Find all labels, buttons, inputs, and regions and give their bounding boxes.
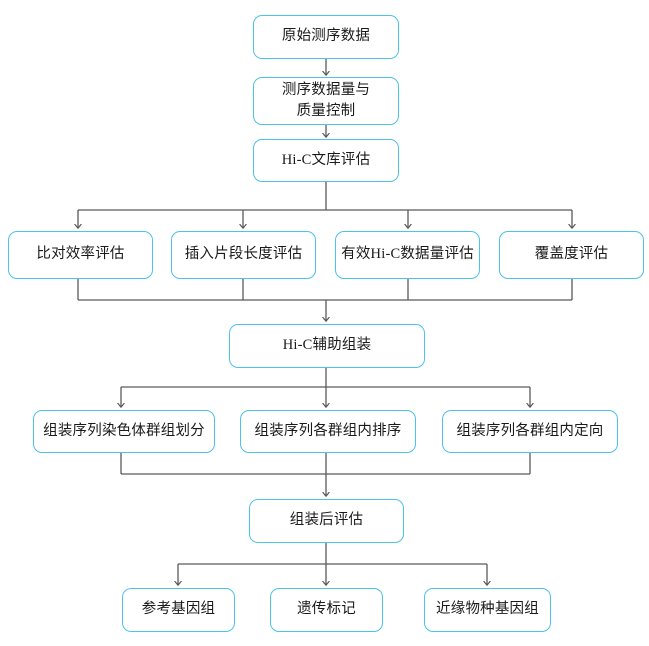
node-chromosome-grouping[interactable]: 组装序列染色体群组划分 xyxy=(33,410,215,453)
node-related-species-genome[interactable]: 近缘物种基因组 xyxy=(424,588,551,632)
node-raw-sequencing-data[interactable]: 原始测序数据 xyxy=(253,15,399,59)
node-post-assembly-evaluation[interactable]: 组装后评估 xyxy=(249,499,404,543)
node-hic-library-evaluation[interactable]: Hi-C文库评估 xyxy=(253,139,399,182)
node-insert-size-evaluation[interactable]: 插入片段长度评估 xyxy=(171,231,316,279)
node-intra-group-ordering[interactable]: 组装序列各群组内排序 xyxy=(240,410,416,453)
edge-group-n12-row4 xyxy=(174,543,491,586)
node-genetic-markers[interactable]: 遗传标记 xyxy=(270,588,383,632)
node-mapping-rate-evaluation[interactable]: 比对效率评估 xyxy=(8,231,153,279)
edge-group-n8-row3 xyxy=(117,368,534,408)
edge-group-row2-n8 xyxy=(77,279,573,322)
node-reference-genome[interactable]: 参考基因组 xyxy=(122,588,235,632)
node-valid-hic-data-evaluation[interactable]: 有效Hi-C数据量评估 xyxy=(335,231,480,279)
node-coverage-evaluation[interactable]: 覆盖度评估 xyxy=(499,231,644,279)
edge-group-row3-n12 xyxy=(120,453,531,497)
edge-group-n3-row2 xyxy=(74,182,576,229)
node-intra-group-orientation[interactable]: 组装序列各群组内定向 xyxy=(442,410,618,453)
node-data-volume-qc[interactable]: 测序数据量与 质量控制 xyxy=(253,77,399,125)
node-hic-assisted-assembly[interactable]: Hi-C辅助组装 xyxy=(229,324,425,368)
